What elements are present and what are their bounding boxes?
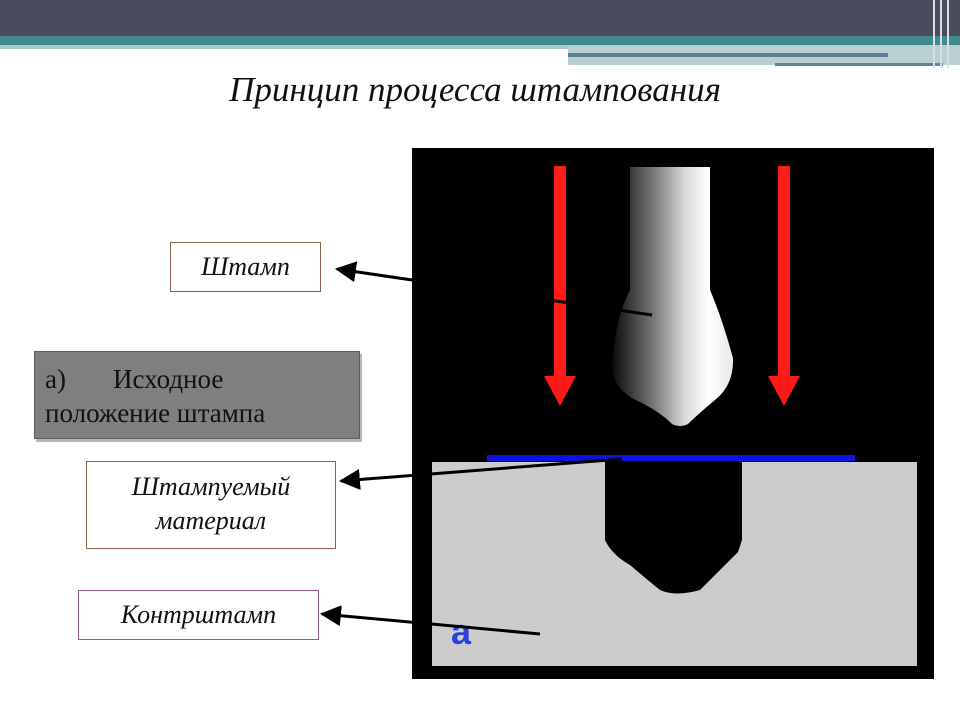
caption-line1: Исходное bbox=[113, 364, 224, 394]
force-arrow-right-shaft bbox=[778, 166, 790, 376]
header-bar bbox=[0, 0, 960, 36]
material-label-line2: материал bbox=[155, 506, 267, 535]
material-label-line1: Штампуемый bbox=[131, 472, 291, 501]
stamp-callout-arrow bbox=[334, 261, 653, 317]
caption-marker: а) bbox=[45, 364, 66, 394]
force-arrow-left-head bbox=[544, 376, 576, 406]
counter-stamp bbox=[432, 462, 917, 666]
figure-letter: а bbox=[451, 611, 472, 652]
header-stripe-dark bbox=[568, 53, 888, 57]
header-vertical-line bbox=[940, 0, 942, 68]
material-label: Штампуемый материал bbox=[86, 461, 336, 549]
header-stripe-light bbox=[0, 45, 568, 49]
slide-title: Принцип процесса штампования bbox=[229, 70, 721, 109]
counter-stamp-label: Контрштамп bbox=[78, 590, 319, 640]
header-vertical-line bbox=[947, 0, 949, 68]
header-stripe bbox=[0, 36, 960, 45]
material-callout-arrow bbox=[338, 457, 623, 490]
header-vertical-line bbox=[933, 0, 935, 68]
header-stripe-thin bbox=[775, 63, 943, 66]
caption-line2: положение штампа bbox=[45, 398, 266, 428]
force-arrow-right-head bbox=[768, 376, 800, 406]
counter-stamp-callout-arrow bbox=[319, 605, 541, 636]
caption-box: а) Исходное положение штампа bbox=[34, 351, 360, 439]
force-arrow-left-shaft bbox=[554, 166, 566, 376]
punch bbox=[612, 167, 734, 426]
stamp-label: Штамп bbox=[170, 242, 321, 292]
stamped-material bbox=[487, 455, 855, 461]
